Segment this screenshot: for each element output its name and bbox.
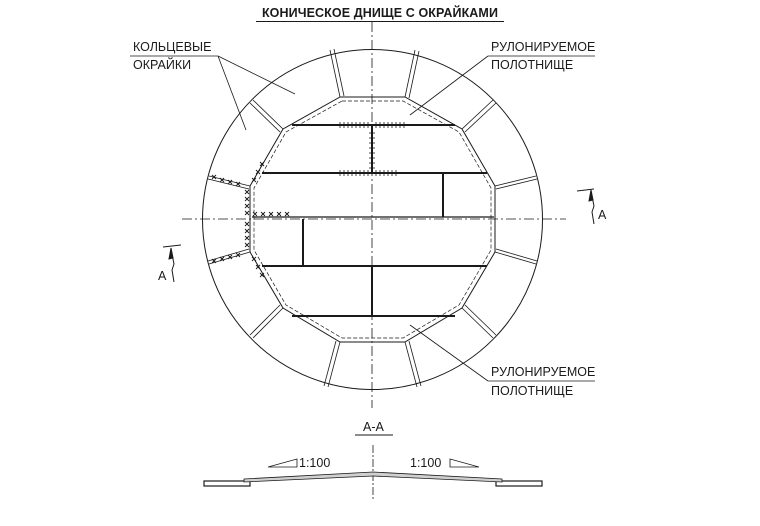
section-title: А-А [363,420,384,434]
weld-tick-marks [339,122,405,176]
slope-left-label: 1:100 [299,456,331,470]
slope-symbols [267,458,480,468]
callout-rolled-sheet-bottom-line2: ПОЛОТНИЩЕ [491,384,574,398]
callout-rolled-sheet-top-line1: РУЛОНИРУЕМОЕ [491,40,596,54]
annular-plate-joints [207,48,538,388]
slope-right-label: 1:100 [410,456,442,470]
section-marker-right [576,188,595,225]
drawing-title-text: КОНИЧЕСКОЕ ДНИЩЕ С ОКРАЙКАМИ [255,6,505,22]
section-marker-left-label: А [158,269,167,283]
weld-cross-marks [211,161,290,278]
callout-rolled-sheet-top-line2: ПОЛОТНИЩЕ [491,58,574,72]
section-marker-right-label: А [598,208,607,222]
leader-lines [130,55,595,382]
sheet-seams [252,124,494,317]
inner-polygon-dashed-overlap [253,100,492,339]
section-marker-left [162,244,182,283]
section-profile [203,471,543,487]
callout-rolled-sheet-bottom-line1: РУЛОНИРУЕМОЕ [491,365,596,379]
drawing-title: КОНИЧЕСКОЕ ДНИЩЕ С ОКРАЙКАМИ [0,6,760,22]
callout-annular-plates-line2: ОКРАЙКИ [133,58,192,72]
callout-annular-plates-line1: КОЛЬЦЕВЫЕ [133,40,212,54]
bottom-outer-circle [202,49,543,390]
